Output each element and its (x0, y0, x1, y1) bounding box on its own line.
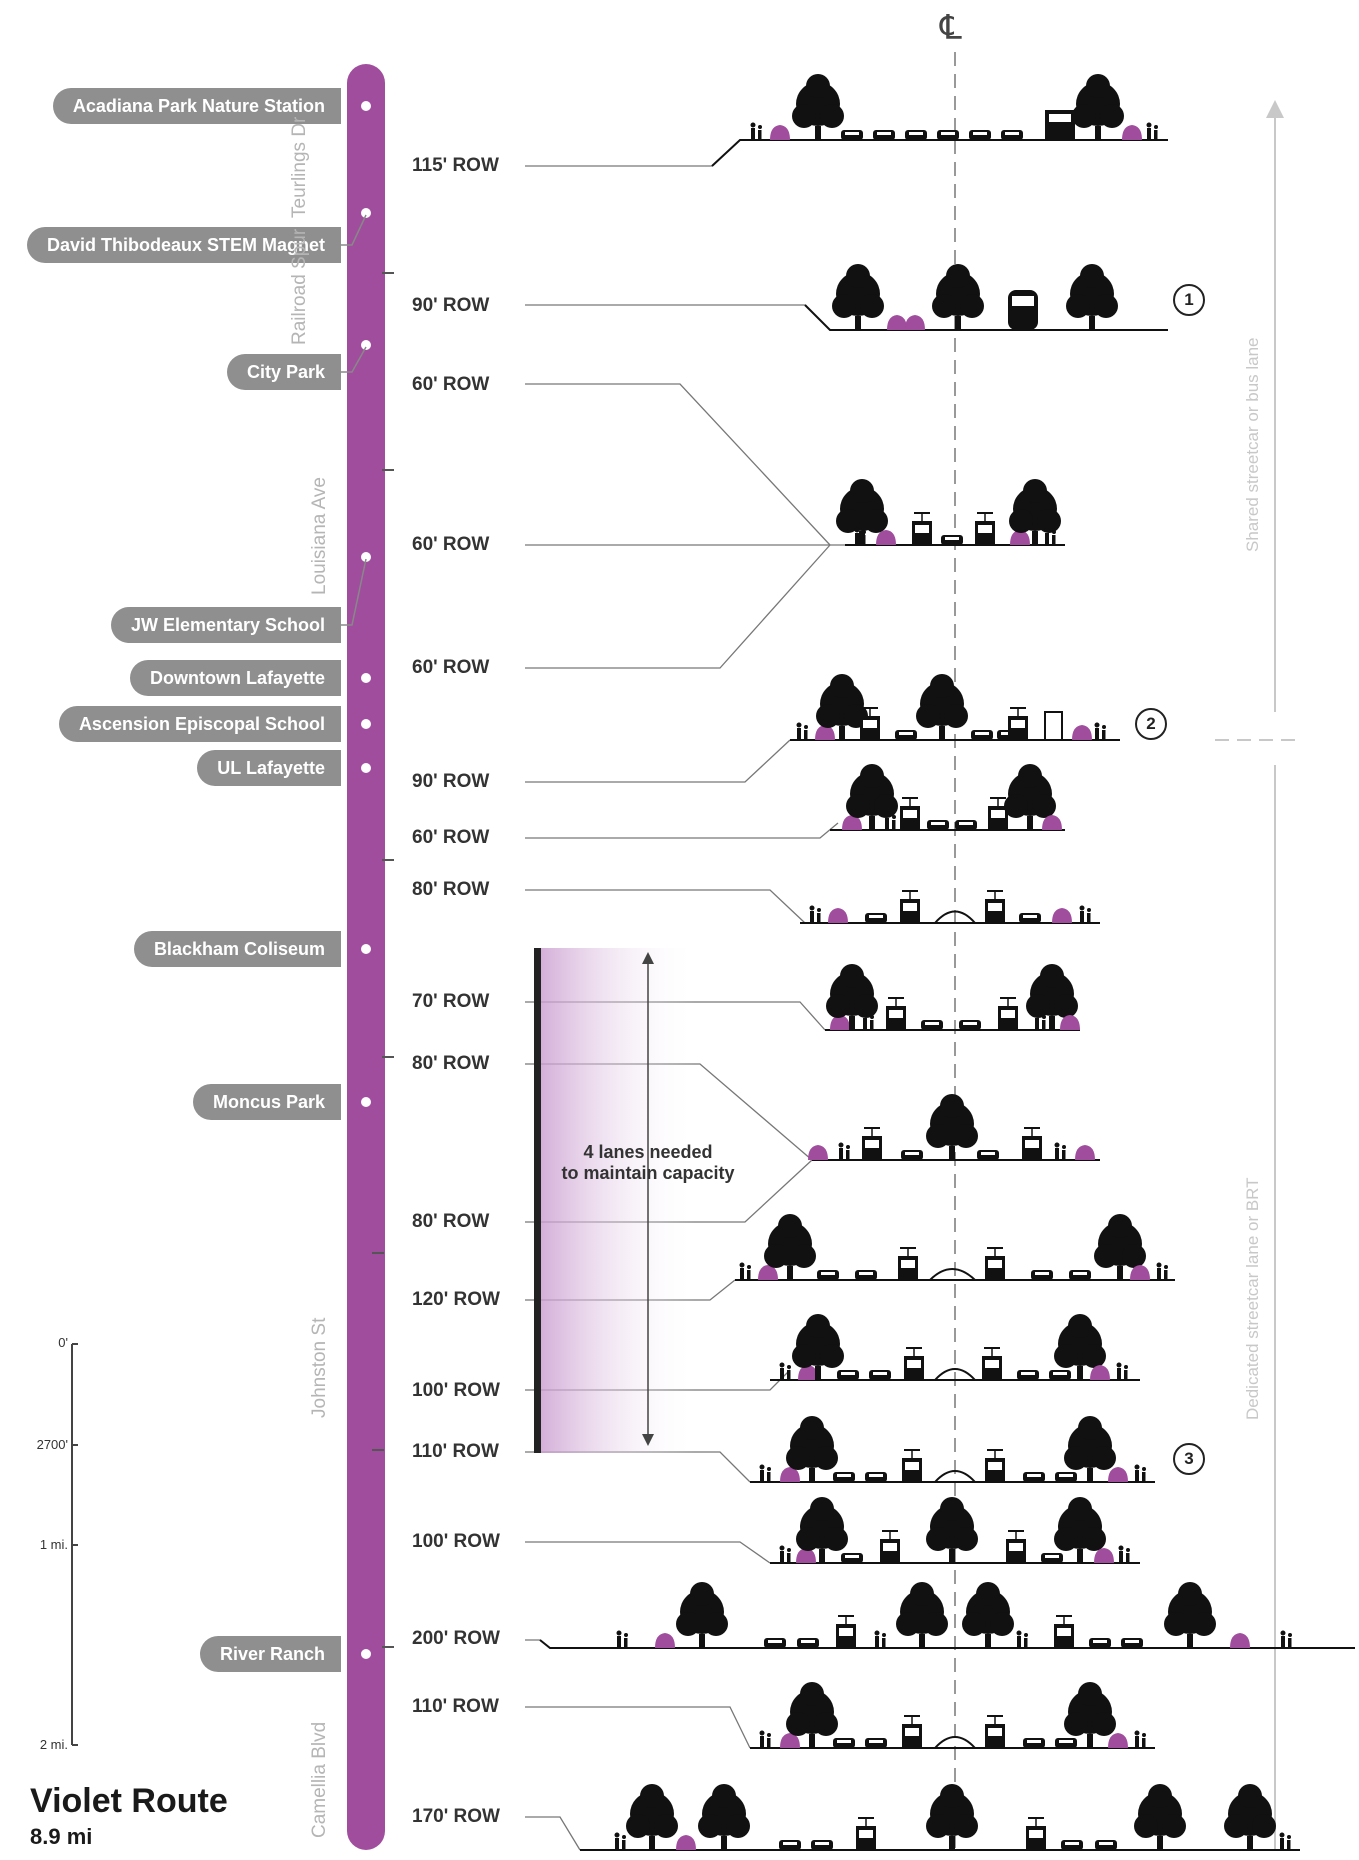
station-dot (359, 942, 373, 956)
row-label: 80' ROW (412, 879, 490, 900)
marker-3: 3 (1173, 1443, 1205, 1475)
row-label: 115' ROW (412, 155, 499, 176)
row-label: 200' ROW (412, 1628, 500, 1649)
row-label: 100' ROW (412, 1531, 500, 1552)
row-label: 60' ROW (412, 374, 490, 395)
route-length: 8.9 mi (30, 1824, 93, 1849)
station-dot (359, 550, 373, 564)
row-label: 60' ROW (412, 534, 490, 555)
row-label: 60' ROW (412, 827, 490, 848)
row-label: 100' ROW (412, 1380, 500, 1401)
section-1 (711, 74, 1168, 167)
row-label: 120' ROW (412, 1289, 500, 1310)
row-label: 170' ROW (412, 1806, 500, 1827)
station-stem-magnet[interactable]: David Thibodeaux STEM Magnet (26, 227, 341, 263)
row-label: 110' ROW (412, 1441, 499, 1462)
capacity-annotation-line2: to maintain capacity (561, 1163, 735, 1183)
station-ascension-episcopal[interactable]: Ascension Episcopal School (58, 706, 341, 742)
row-label: 70' ROW (412, 991, 490, 1012)
scale-label-2mi: 2 mi. (39, 1737, 68, 1752)
section-13 (539, 1582, 1355, 1649)
marker-1: 1 (1173, 284, 1205, 316)
station-dot (359, 1647, 373, 1661)
station-dot (359, 671, 373, 685)
section-5 (830, 764, 1065, 831)
capacity-arrowhead-up (642, 952, 654, 964)
capacity-annotation-line1: 4 lanes needed (583, 1142, 713, 1162)
station-dot (359, 717, 373, 731)
shared-lane-arrowhead (1266, 100, 1284, 118)
row-label: 90' ROW (412, 295, 490, 316)
row-label: 80' ROW (412, 1053, 490, 1074)
section-14 (750, 1682, 1155, 1749)
section-6 (800, 890, 1100, 924)
row-label: 60' ROW (412, 657, 490, 678)
capacity-annotation: 4 lanes needed to maintain capacity (548, 1142, 748, 1184)
section-8 (808, 1094, 1100, 1161)
centerline-symbol: ℄ (940, 9, 962, 47)
section-3 (836, 479, 1065, 546)
section-9 (735, 1214, 1175, 1281)
station-dot (359, 1095, 373, 1109)
marker-2: 2 (1135, 708, 1167, 740)
station-moncus-park[interactable]: Moncus Park (192, 1084, 341, 1120)
section-12 (770, 1497, 1140, 1564)
station-dot (359, 99, 373, 113)
section-4 (790, 674, 1120, 741)
station-ul-lafayette[interactable]: UL Lafayette (197, 750, 341, 786)
row-label: 110' ROW (412, 1696, 499, 1717)
station-dot (359, 206, 373, 220)
scale-label-0: 0' (58, 1335, 68, 1350)
station-blackham-coliseum[interactable]: Blackham Coliseum (133, 931, 341, 967)
section-7 (825, 964, 1080, 1031)
scale-label-1mi: 1 mi. (39, 1537, 68, 1552)
route-title: Violet Route (30, 1782, 228, 1820)
route-bar (347, 64, 385, 1850)
station-dot (359, 761, 373, 775)
station-downtown-lafayette[interactable]: Downtown Lafayette (129, 660, 341, 696)
capacity-arrowhead-down (642, 1434, 654, 1446)
station-jw-elementary[interactable]: JW Elementary School (110, 607, 341, 643)
capacity-gradient (536, 948, 696, 1453)
section-10 (770, 1314, 1140, 1381)
station-acadiana-park[interactable]: Acadiana Park Nature Station (52, 88, 341, 124)
scale-label-2700: 2700' (36, 1437, 68, 1452)
section-11 (750, 1416, 1155, 1483)
row-label: 90' ROW (412, 771, 490, 792)
station-dot (359, 338, 373, 352)
station-city-park[interactable]: City Park (226, 354, 341, 390)
station-river-ranch[interactable]: River Ranch (199, 1636, 341, 1672)
capacity-bar (534, 948, 541, 1453)
section-15 (580, 1784, 1300, 1851)
section-2 (804, 264, 1168, 331)
row-label: 80' ROW (412, 1211, 490, 1232)
